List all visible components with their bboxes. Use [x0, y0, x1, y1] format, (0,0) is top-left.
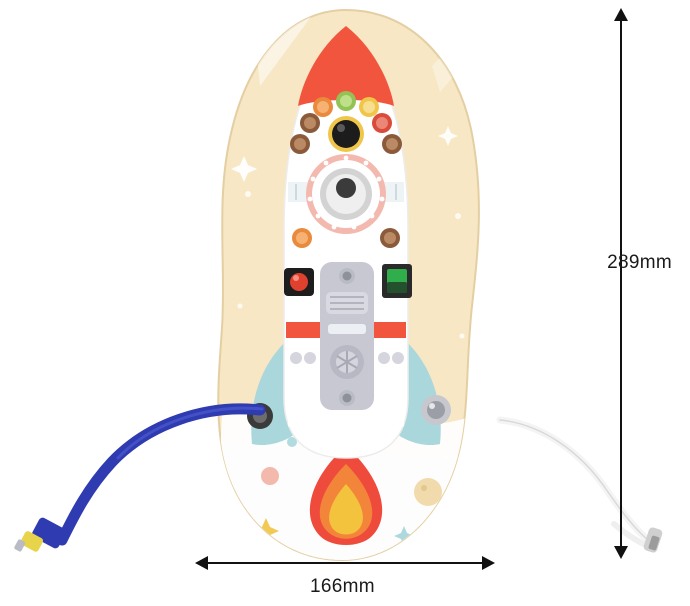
led-button-yellow	[359, 97, 379, 117]
porthole-window	[306, 154, 386, 234]
width-dimension-line	[202, 562, 490, 564]
rocket-busy-board-image	[217, 8, 480, 562]
left-metal-knob	[247, 403, 273, 429]
led-button-brown-left	[300, 113, 320, 133]
white-lanyard-cable	[496, 416, 663, 553]
grey-control-panel	[320, 262, 374, 410]
height-arrow-head-top	[614, 8, 628, 21]
led-button-red-upper	[372, 113, 392, 133]
width-dimension-label: 166mm	[310, 576, 375, 597]
metal-screw-bottom	[339, 390, 355, 406]
led-button-brown-right	[382, 134, 402, 154]
width-arrow-head-left	[195, 556, 208, 570]
green-rocker-switch	[382, 264, 412, 298]
red-indicator-light	[284, 268, 314, 296]
led-button-brown-far-left	[290, 134, 310, 154]
height-arrow-head-bottom	[614, 546, 628, 559]
grey-dots-row	[290, 352, 404, 364]
led-button-brown-right-mid	[380, 228, 400, 248]
led-button-orange	[313, 97, 333, 117]
height-dimension-line	[620, 16, 622, 556]
led-button-row	[290, 91, 402, 154]
big-black-knob	[328, 116, 364, 152]
led-button-green	[336, 91, 356, 111]
width-arrow-head-right	[482, 556, 495, 570]
right-metal-knob	[421, 395, 451, 425]
metal-screw-top	[339, 268, 355, 284]
height-dimension-label: 289mm	[607, 252, 672, 273]
rocket-flame	[309, 446, 383, 545]
led-button-orange-left	[292, 228, 312, 248]
